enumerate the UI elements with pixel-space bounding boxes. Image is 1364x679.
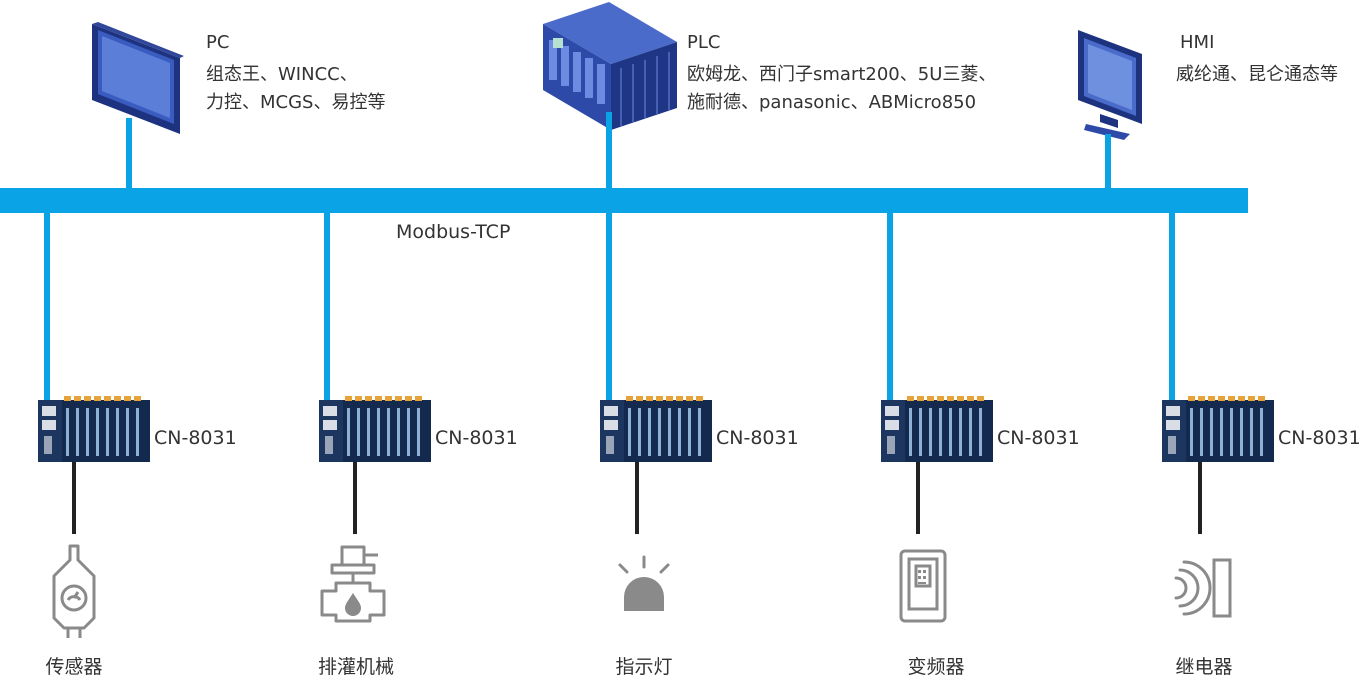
io-module-1 xyxy=(38,396,150,462)
pc-line-2: 力控、MCGS、易控等 xyxy=(206,92,386,113)
io-module-4 xyxy=(881,396,993,462)
cable-5 xyxy=(1198,462,1202,534)
device-label-1: 传感器 xyxy=(45,656,103,678)
cable-3 xyxy=(635,462,639,534)
io-module-5 xyxy=(1162,396,1274,462)
valve-icon xyxy=(320,545,386,623)
cable-4 xyxy=(916,462,920,534)
warning-light-icon xyxy=(618,555,670,611)
module-label-4: CN-8031 xyxy=(997,427,1080,449)
device-label-4: 变频器 xyxy=(907,656,965,678)
device-label-5: 继电器 xyxy=(1175,656,1233,678)
sensor-icon xyxy=(52,544,96,638)
cable-2 xyxy=(353,462,357,534)
plc-device xyxy=(543,2,677,130)
cable-1 xyxy=(72,462,76,534)
monitor-icon xyxy=(92,22,184,134)
pc-line-1: 组态王、WINCC、 xyxy=(206,64,358,85)
module-label-1: CN-8031 xyxy=(154,427,237,449)
io-module-2 xyxy=(319,396,431,462)
hmi-monitor-icon xyxy=(1078,30,1142,140)
plc-rack-icon xyxy=(543,2,677,130)
modbus-bus xyxy=(0,188,1248,213)
hmi-device xyxy=(1074,30,1146,140)
drop-line-4 xyxy=(887,212,893,400)
pc-uplink xyxy=(126,118,132,190)
drop-line-3 xyxy=(606,212,612,400)
plc-line-1: 欧姆龙、西门子smart200、5U三菱、 xyxy=(687,64,997,85)
device-label-2: 排灌机械 xyxy=(317,656,394,678)
module-label-5: CN-8031 xyxy=(1278,427,1361,449)
module-label-2: CN-8031 xyxy=(435,427,518,449)
inverter-icon xyxy=(899,549,947,623)
relay-icon xyxy=(1174,558,1232,618)
device-label-3: 指示灯 xyxy=(615,656,673,678)
module-label-3: CN-8031 xyxy=(716,427,799,449)
io-module-3 xyxy=(600,396,712,462)
hmi-line-1: 威纶通、昆仑通态等 xyxy=(1176,64,1338,85)
pc-title: PC xyxy=(206,32,230,53)
hmi-uplink xyxy=(1105,134,1111,190)
bus-label: Modbus-TCP xyxy=(396,221,511,243)
plc-line-2: 施耐德、panasonic、ABMicro850 xyxy=(687,92,977,113)
drop-line-5 xyxy=(1169,212,1175,400)
plc-uplink xyxy=(606,112,612,190)
drop-line-1 xyxy=(44,212,50,400)
drop-line-2 xyxy=(324,212,330,400)
hmi-title: HMI xyxy=(1180,32,1215,53)
pc-device xyxy=(88,18,184,136)
plc-title: PLC xyxy=(687,32,721,53)
